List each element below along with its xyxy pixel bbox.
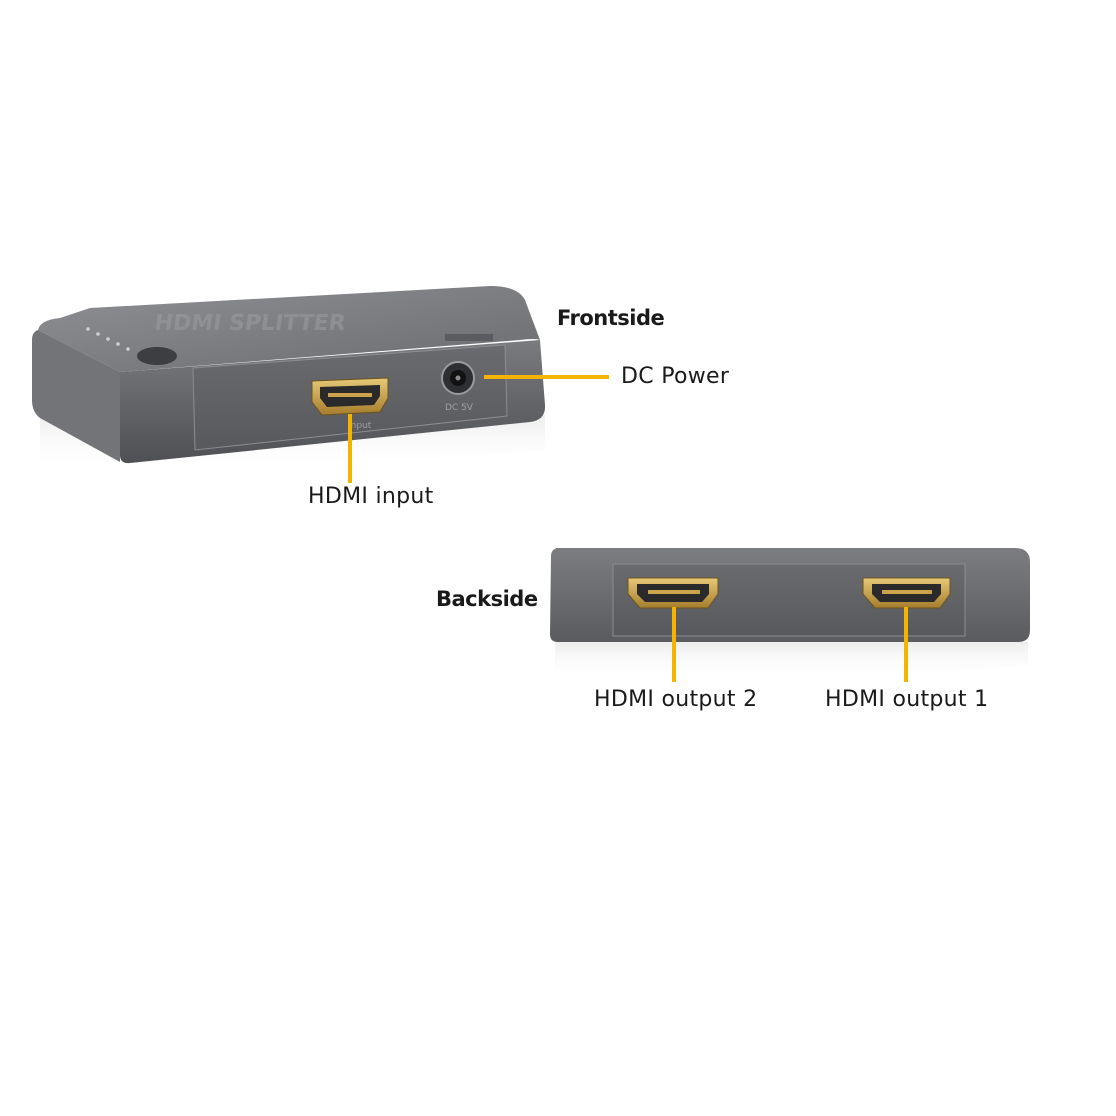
brand-tag bbox=[445, 334, 493, 341]
callout-lines bbox=[348, 375, 908, 682]
back-device-photo bbox=[550, 548, 1030, 680]
dc-power-label: DC Power bbox=[621, 364, 730, 389]
dc-power-jack bbox=[441, 361, 475, 395]
input-port-marking: Input bbox=[348, 421, 372, 431]
hdmi-output-2-port bbox=[627, 577, 719, 609]
back-device-reflection bbox=[555, 642, 1028, 680]
hdmi-output-1-label: HDMI output 1 bbox=[825, 687, 989, 712]
backside-heading: Backside bbox=[436, 587, 538, 611]
power-button bbox=[137, 347, 177, 365]
device-logo-emboss: HDMI SPLITTER bbox=[153, 310, 348, 336]
frontside-heading: Frontside bbox=[557, 306, 665, 330]
hdmi-output-2-label: HDMI output 2 bbox=[594, 687, 758, 712]
hdmi-input-port bbox=[311, 377, 389, 416]
hdmi-input-label: HDMI input bbox=[308, 484, 434, 509]
led-indicators bbox=[86, 327, 130, 351]
front-device-left-side bbox=[32, 330, 120, 462]
front-device-photo: HDMI SPLITTER DC 5V Input bbox=[32, 286, 546, 470]
dc-jack-marking: DC 5V bbox=[445, 403, 474, 413]
hdmi-output-1-port bbox=[862, 577, 951, 609]
